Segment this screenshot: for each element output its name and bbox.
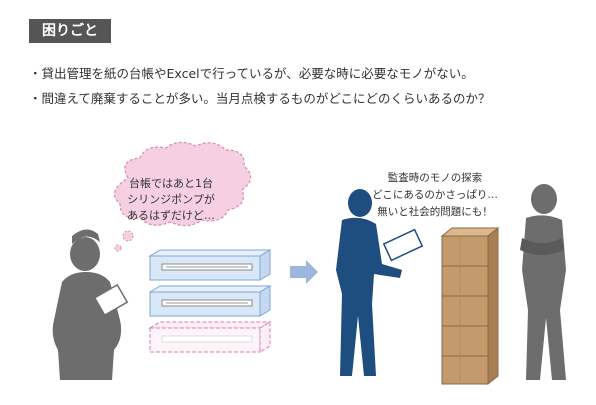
- thought-bubble: [113, 141, 252, 252]
- worker-figure: [520, 184, 566, 380]
- speech-line-2: どこにあるのかさっぱり…: [372, 189, 498, 201]
- thought-bubble-text: 台帳ではあと1台 シリンジポンプが あるはずだけど…: [104, 176, 238, 224]
- inspector-speech-text: 監査時のモノの探索 どこにあるのかさっぱり… 無いと社会的問題にも！: [360, 170, 510, 221]
- problem-list: ・貸出管理を紙の台帳やExcelで行っているが、必要な時に必要なモノがない。 ・…: [29, 61, 491, 111]
- syringe-pump-2: [148, 285, 272, 317]
- syringe-pump-1: [148, 249, 272, 281]
- inspector-clipboard-icon: [382, 228, 424, 262]
- problems-badge: 困りごと: [29, 19, 111, 43]
- problem-item-2: ・間違えて廃棄することが多い。当月点検するものがどこにどのくらいあるのか？: [29, 91, 491, 106]
- bubble-line-3: あるはずだけど…: [127, 209, 215, 222]
- bubble-line-2: シリンジポンプが: [127, 193, 215, 206]
- speech-line-1: 監査時のモノの探索: [387, 172, 483, 184]
- arrow-right-icon: [290, 260, 318, 284]
- bubble-line-1: 台帳ではあと1台: [129, 177, 213, 190]
- speech-line-3: 無いと社会的問題にも！: [377, 206, 493, 218]
- inspector-figure: [336, 189, 402, 376]
- clipboard-icon: [93, 283, 129, 317]
- cardboard-box-stack: [440, 226, 500, 386]
- missing-syringe-pump: [148, 321, 272, 353]
- problem-item-1: ・貸出管理を紙の台帳やExcelで行っているが、必要な時に必要なモノがない。: [29, 66, 474, 81]
